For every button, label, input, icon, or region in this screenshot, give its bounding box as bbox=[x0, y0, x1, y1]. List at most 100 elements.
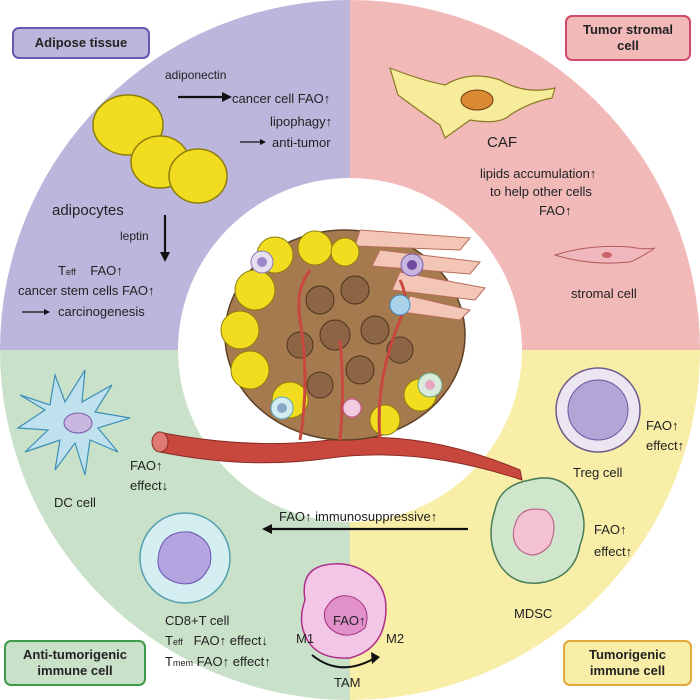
label-teff-main: T bbox=[58, 263, 66, 278]
label-tam: TAM bbox=[334, 675, 361, 690]
up-arrow-icon: ↑ bbox=[148, 283, 155, 298]
label-mdsc-fao-text: FAO bbox=[594, 522, 621, 537]
label-teff-fao: FAO bbox=[90, 263, 117, 278]
tumor-immune-cells bbox=[250, 250, 443, 420]
label-leptin: leptin bbox=[120, 229, 149, 243]
label-treg-fao: FAO↑ bbox=[646, 418, 679, 433]
caf-cell-illustration bbox=[389, 66, 556, 139]
label-caf: CAF bbox=[487, 134, 517, 151]
up-arrow-icon: ↑ bbox=[264, 654, 271, 669]
label-cancer-stem-cells-text: cancer stem cells FAO bbox=[18, 283, 149, 298]
vessel-opening bbox=[151, 431, 169, 453]
up-arrow-icon: ↑ bbox=[325, 114, 333, 129]
label-dc-cell: DC cell bbox=[54, 495, 96, 510]
fibroblast-layer bbox=[354, 229, 486, 321]
up-arrow-icon: ↑ bbox=[323, 91, 331, 106]
label-cancer-stem-cells: cancer stem cells FAO↑ bbox=[18, 283, 155, 298]
tam-illustration bbox=[300, 563, 387, 669]
label-tam-fao-text: FAO bbox=[333, 613, 360, 628]
tumor-illustration bbox=[151, 229, 523, 481]
badge-adipose-tissue: Adipose tissue bbox=[12, 27, 150, 59]
label-treg-effect-text: effect bbox=[646, 438, 678, 453]
label-tam-fao: FAO↑ bbox=[333, 613, 366, 628]
up-arrow-icon: ↑ bbox=[625, 544, 633, 559]
label-dc-effect: effect↓ bbox=[130, 478, 168, 493]
label-immunosuppressive: FAO↑ immunosuppressive↑ bbox=[279, 509, 437, 524]
badge-tumorigenic: Tumorigenic immune cell bbox=[563, 640, 692, 686]
label-treg-effect: effect↑ bbox=[646, 438, 684, 453]
cd8-cell-illustration bbox=[139, 512, 231, 604]
stromal-cell-illustration bbox=[553, 245, 656, 264]
badge-stromal-line2: cell bbox=[617, 38, 639, 53]
label-teff-sub: eff bbox=[65, 267, 76, 277]
label-mdsc: MDSC bbox=[514, 606, 553, 621]
label-lipids-line3-text: FAO bbox=[539, 203, 566, 218]
label-immuno-word: immunosuppressive bbox=[315, 509, 431, 524]
label-mdsc-effect: effect↑ bbox=[594, 544, 632, 559]
label-cancer-cell-fao: cancer cell FAO↑ bbox=[232, 91, 330, 106]
label-cd8-cell: CD8+T cell bbox=[165, 613, 230, 628]
label-treg-cell: Treg cell bbox=[573, 465, 623, 480]
label-lipophagy: lipophagy↑ bbox=[270, 114, 332, 129]
up-arrow-icon: ↑ bbox=[116, 263, 123, 278]
label-mdsc-fao: FAO↑ bbox=[594, 522, 627, 537]
adipose-arrows bbox=[22, 92, 266, 315]
badge-tumor-stromal: Tumor stromal cell bbox=[565, 15, 691, 61]
up-arrow-icon: ↑ bbox=[565, 203, 572, 218]
immunosuppressive-arrow bbox=[262, 524, 468, 534]
up-arrow-icon: ↑ bbox=[430, 509, 438, 524]
label-cancer-cell-fao-text: cancer cell FAO bbox=[232, 91, 324, 106]
up-arrow-icon: ↑ bbox=[677, 438, 685, 453]
label-anti-tmem: Tmem FAO↑ effect↑ bbox=[165, 654, 271, 671]
label-dc-effect-text: effect bbox=[130, 478, 162, 493]
label-anti-teff-effect: effect bbox=[229, 633, 262, 648]
label-anti-teff-main: T bbox=[165, 633, 173, 648]
label-m2: M2 bbox=[386, 631, 405, 646]
label-dc-fao: FAO↑ bbox=[130, 458, 163, 473]
up-arrow-icon: ↑ bbox=[156, 458, 163, 473]
label-adipocytes: adipocytes bbox=[52, 202, 124, 219]
badge-anti-line2: immune cell bbox=[37, 663, 113, 678]
blood-vessel bbox=[157, 431, 523, 481]
label-anti-tmem-fao: FAO bbox=[196, 654, 223, 669]
label-anti-tmem-effect: effect bbox=[232, 654, 265, 669]
label-lipids-line3: FAO↑ bbox=[539, 203, 572, 218]
badge-anti-tumorigenic: Anti-tumorigenic immune cell bbox=[4, 640, 146, 686]
badge-tumorigenic-line1: Tumorigenic bbox=[588, 647, 667, 662]
adipocytes-illustration bbox=[92, 94, 228, 204]
up-arrow-icon: ↑ bbox=[359, 613, 366, 628]
label-anti-teff-fao: FAO bbox=[193, 633, 220, 648]
badge-stromal-line1: Tumor stromal bbox=[582, 22, 674, 37]
up-arrow-icon: ↑ bbox=[672, 418, 679, 433]
up-arrow-icon: ↑ bbox=[589, 166, 597, 181]
up-arrow-icon: ↑ bbox=[219, 633, 227, 648]
badge-tumorigenic-line2: immune cell bbox=[589, 663, 666, 678]
badge-anti-line1: Anti-tumorigenic bbox=[23, 647, 127, 662]
label-anti-tumor: anti-tumor bbox=[272, 135, 331, 150]
down-arrow-icon: ↓ bbox=[161, 478, 169, 493]
label-lipids-line1: lipids accumulation↑ bbox=[480, 166, 596, 181]
label-immuno-fao: FAO bbox=[279, 509, 306, 524]
label-anti-tmem-sub: mem bbox=[172, 658, 193, 668]
label-stromal-cell: stromal cell bbox=[571, 286, 637, 301]
mdsc-illustration bbox=[490, 477, 585, 584]
tumor-cells bbox=[286, 275, 414, 399]
label-carcinogenesis: carcinogenesis bbox=[58, 304, 145, 319]
label-m1: M1 bbox=[296, 631, 315, 646]
label-adiponectin: adiponectin bbox=[165, 68, 227, 82]
up-arrow-icon: ↑ bbox=[620, 522, 627, 537]
tumor-capillaries bbox=[297, 269, 407, 441]
label-anti-teff: Teff FAO↑ effect↓ bbox=[165, 633, 268, 650]
label-mdsc-effect-text: effect bbox=[594, 544, 626, 559]
up-arrow-icon: ↑ bbox=[222, 654, 230, 669]
up-arrow-icon: ↑ bbox=[305, 509, 312, 524]
down-arrow-icon: ↓ bbox=[261, 633, 268, 648]
treg-cell-illustration bbox=[555, 367, 641, 453]
label-anti-tmem-main: T bbox=[165, 654, 173, 669]
label-dc-fao-text: FAO bbox=[130, 458, 157, 473]
label-anti-teff-sub: eff bbox=[172, 637, 183, 647]
label-adipose-teff-fao: Teff FAO↑ bbox=[58, 263, 123, 280]
label-lipids-line1-text: lipids accumulation bbox=[480, 166, 590, 181]
dc-cell-illustration bbox=[16, 369, 131, 476]
